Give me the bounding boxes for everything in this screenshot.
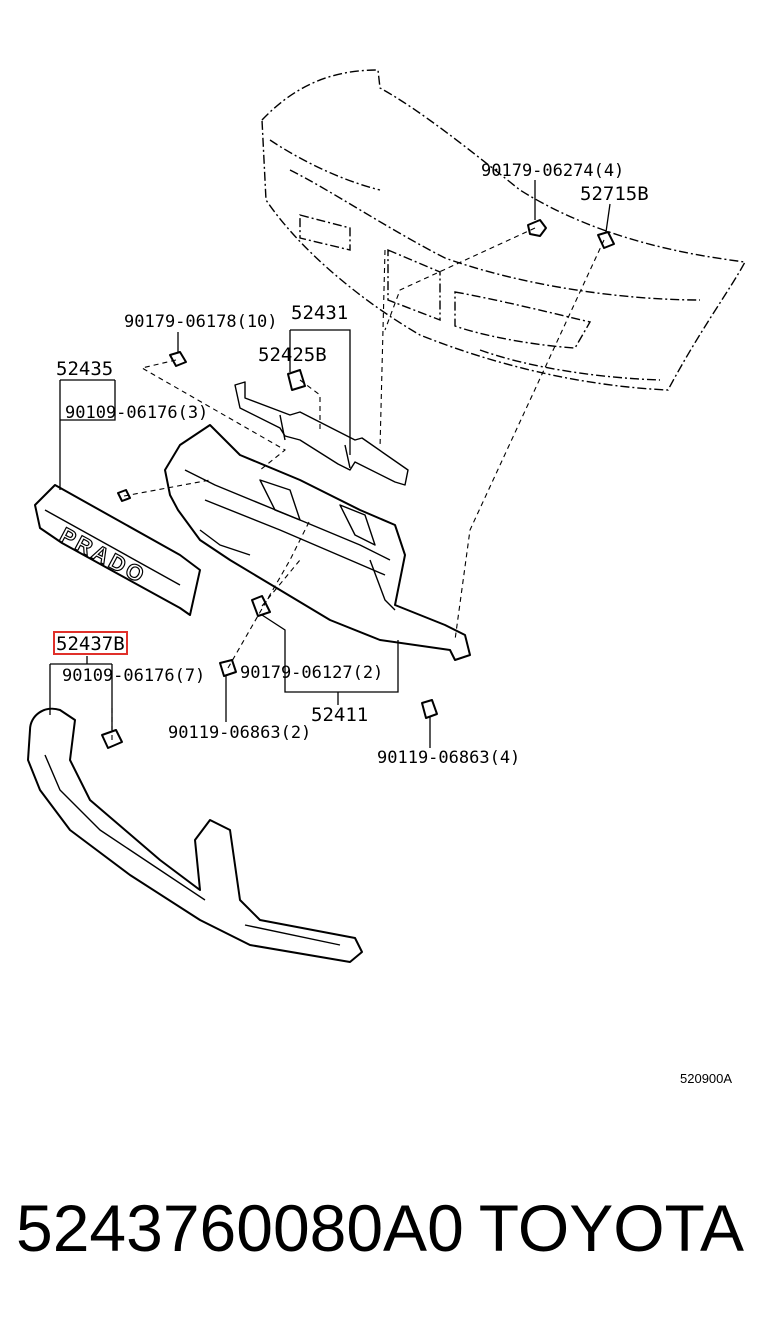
clip-90179-06274: [527, 219, 547, 237]
label-52437B[interactable]: 52437B: [56, 633, 125, 655]
bumper-reinforcement-52411: [164, 424, 471, 661]
clip-52425B: [287, 369, 306, 391]
callout-labels: 90179-06274(4) 52715B 90179-06178(10) 52…: [53, 161, 732, 1086]
label-90179-06127: 90179-06127(2): [240, 663, 383, 683]
label-52411: 52411: [311, 704, 368, 726]
label-52425B: 52425B: [258, 344, 327, 366]
clip-52715B: [597, 231, 615, 249]
drawing-code: 520900A: [680, 1071, 732, 1086]
fasteners: [101, 219, 615, 749]
label-90179-06274: 90179-06274(4): [481, 161, 624, 181]
label-90109-06176-3: 90109-06176(3): [65, 403, 208, 423]
nut-90179-06127: [251, 595, 271, 617]
label-90119-06863-4: 90119-06863(4): [377, 748, 520, 768]
label-52715B: 52715B: [580, 183, 649, 205]
highlight-box: [53, 631, 128, 655]
nut-90179-06178: [169, 351, 187, 367]
bolt-90119-06863-b: [421, 699, 438, 719]
part-number: 5243760080A0: [16, 1191, 464, 1265]
label-52435: 52435: [56, 358, 113, 380]
label-52431: 52431: [291, 302, 348, 324]
bumper-cover-outline: [261, 69, 747, 391]
brand-name: TOYOTA: [478, 1191, 744, 1265]
assembly-lines: [111, 227, 605, 740]
front-lower-guard-52437B: [27, 707, 363, 963]
label-90179-06178: 90179-06178(10): [124, 312, 278, 332]
label-90109-06176-7: 90109-06176(7): [62, 666, 205, 686]
footer: 5243760080A0 TOYOTA: [0, 1190, 760, 1280]
grille-bracket-52431: [234, 381, 409, 486]
leader-lines: [49, 180, 611, 748]
label-90119-06863-2: 90119-06863(2): [168, 723, 311, 743]
